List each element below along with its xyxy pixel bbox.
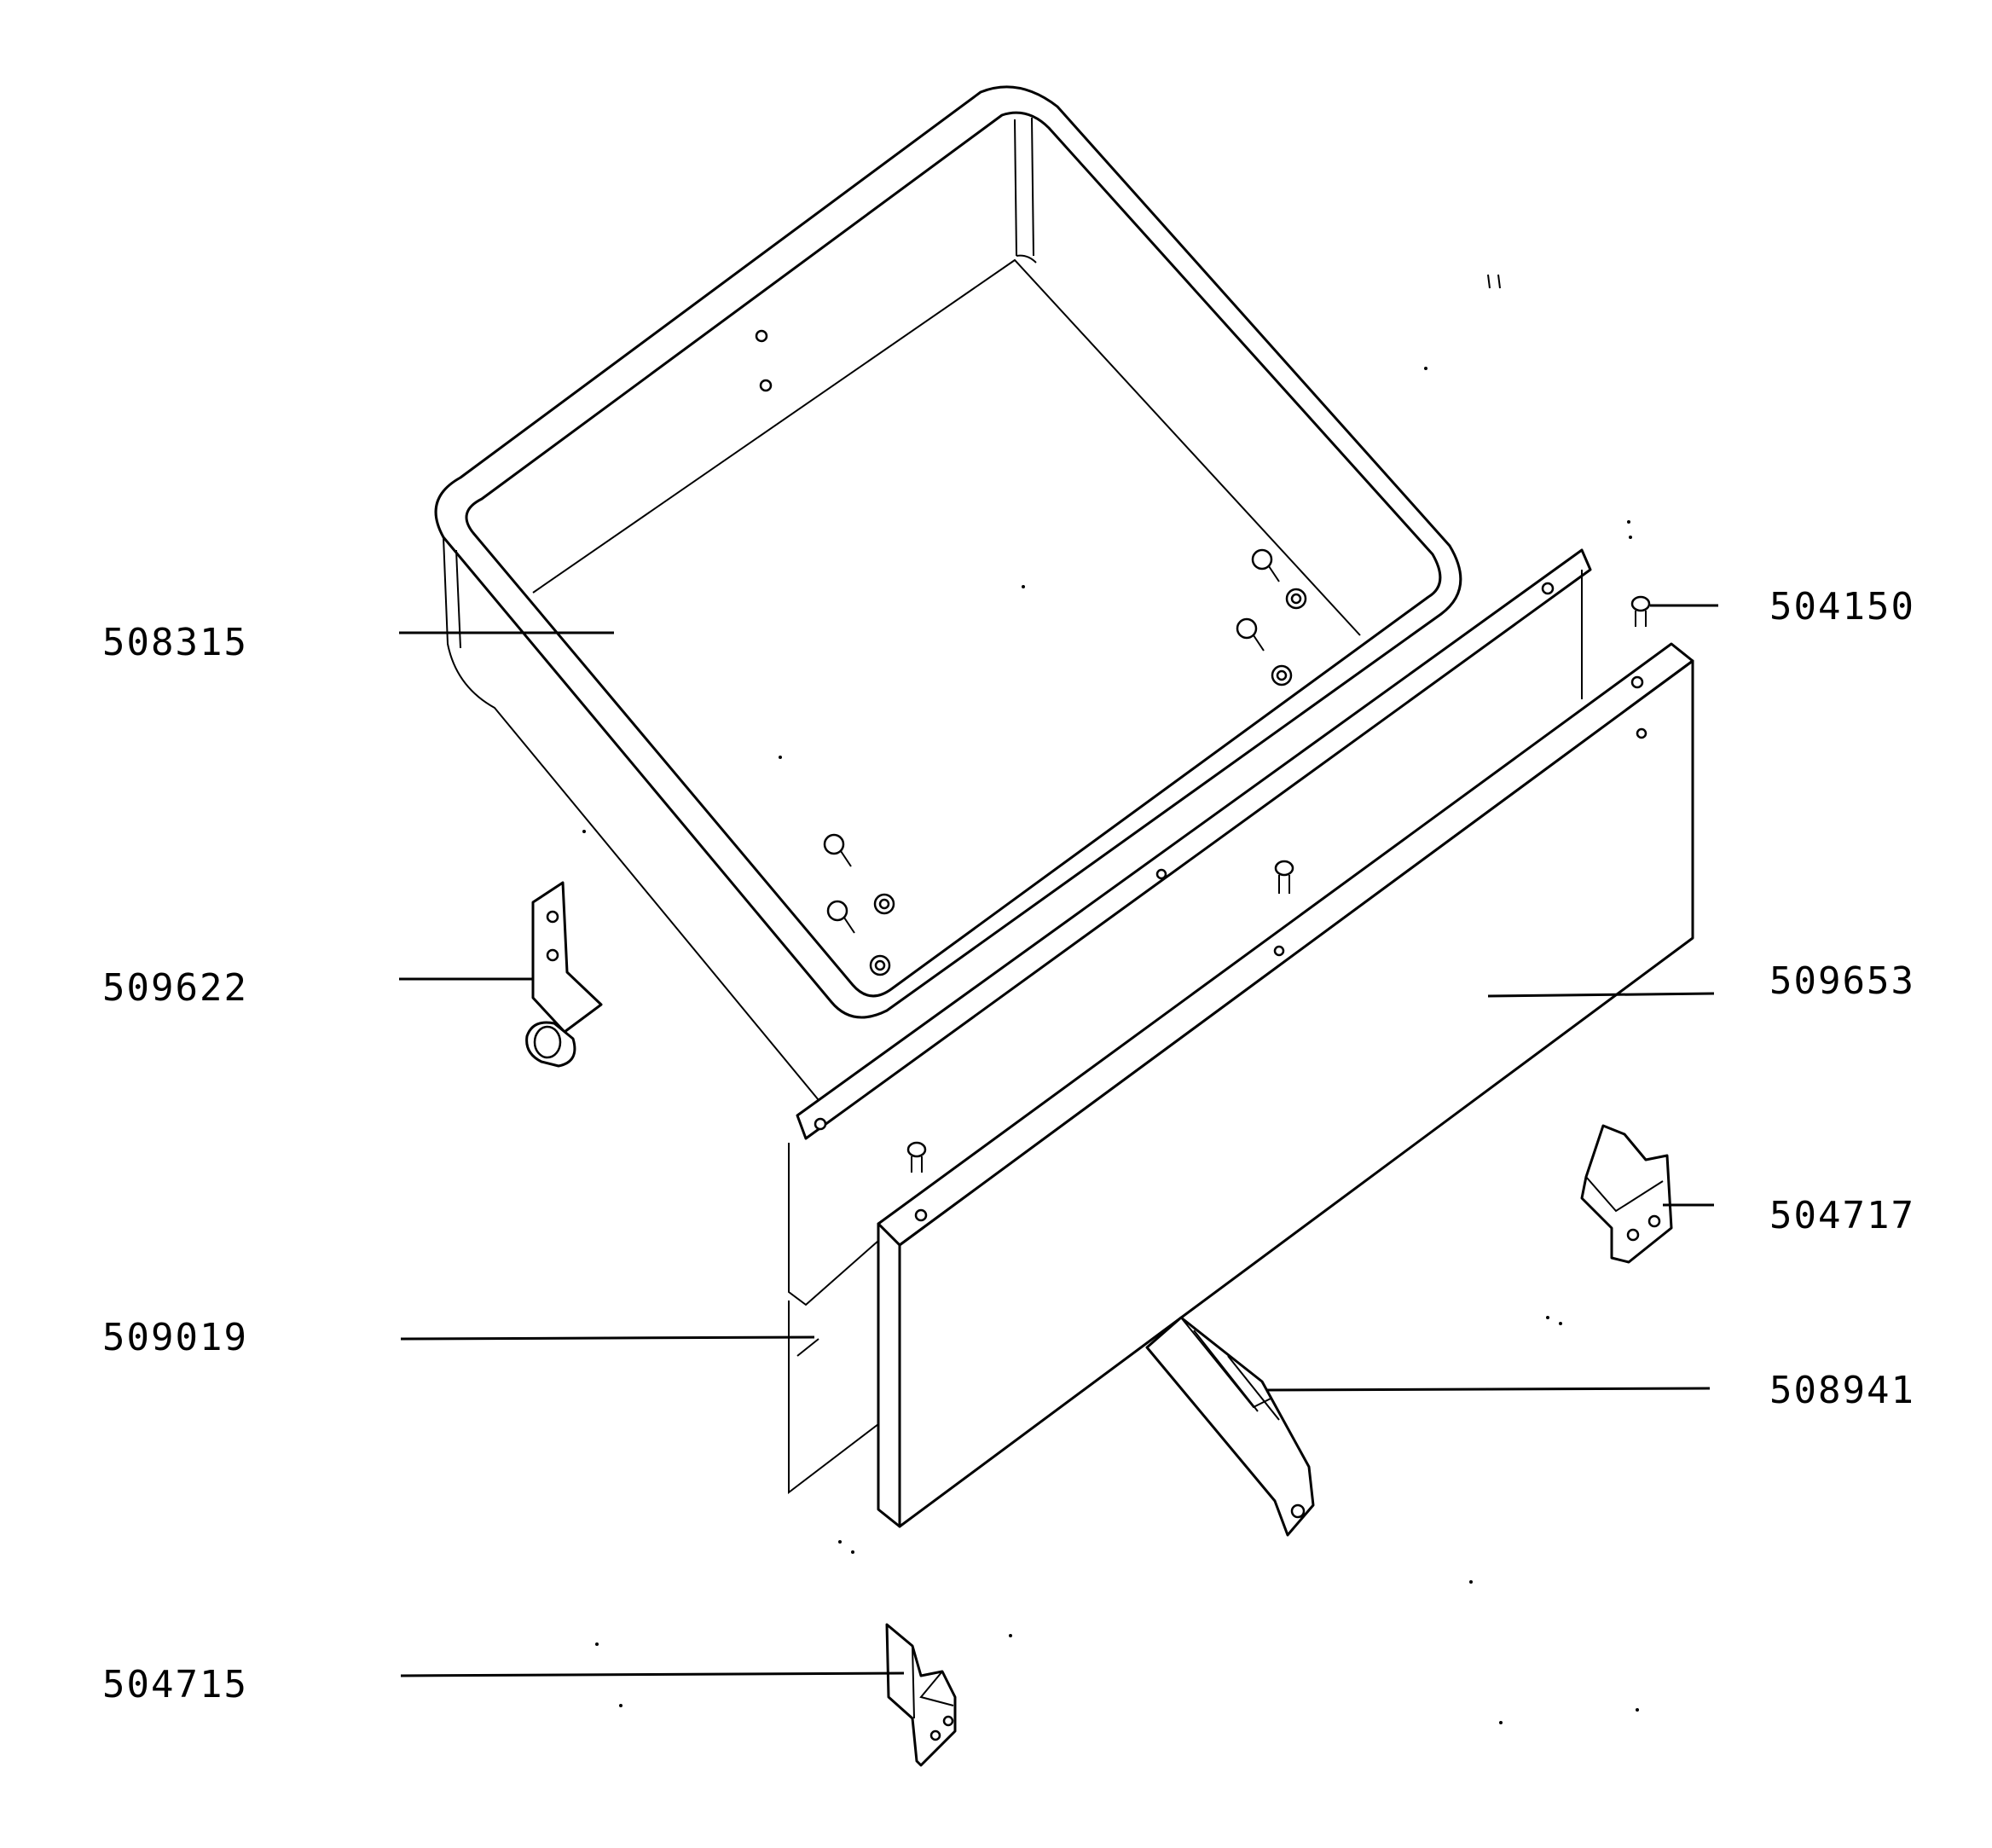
screw-icon: [826, 900, 855, 934]
slide-rail-drawing: [1145, 1316, 1315, 1537]
part-number-508315: 508315: [102, 621, 248, 664]
rear-rail-panel-drawing: [788, 548, 1592, 1495]
screw-icon: [1236, 617, 1265, 652]
front-panel-drawing: [877, 642, 1694, 1528]
leader-508941: [1265, 1387, 1711, 1392]
caster-bracket-drawing: [525, 881, 603, 1068]
screw-icon: [823, 833, 852, 867]
leader-509019: [400, 1335, 815, 1341]
part-number-509622: 509622: [102, 966, 248, 1010]
screw-icon: [1251, 548, 1280, 582]
part-labels: 508315 509622 509019 504715 504150 50965…: [102, 585, 1915, 1706]
scan-specks: [582, 274, 1639, 1724]
leader-lines: [399, 604, 1718, 1677]
part-number-508941: 508941: [1769, 1369, 1915, 1412]
leader-509653: [1487, 992, 1715, 998]
bracket-right-drawing: [1580, 1124, 1673, 1264]
pin-rivet-icon: [1630, 595, 1651, 627]
pin-rivet-icon: [906, 1141, 927, 1173]
part-number-504150: 504150: [1769, 585, 1915, 629]
leader-504715: [400, 1671, 905, 1677]
bracket-left-drawing: [885, 1623, 957, 1767]
part-number-504715: 504715: [102, 1663, 248, 1706]
part-number-509653: 509653: [1769, 959, 1915, 1003]
part-number-509019: 509019: [102, 1316, 248, 1359]
tub-bin-drawing: [434, 85, 1462, 1101]
part-number-504717: 504717: [1769, 1194, 1915, 1237]
pin-rivet-icon: [1274, 860, 1294, 894]
